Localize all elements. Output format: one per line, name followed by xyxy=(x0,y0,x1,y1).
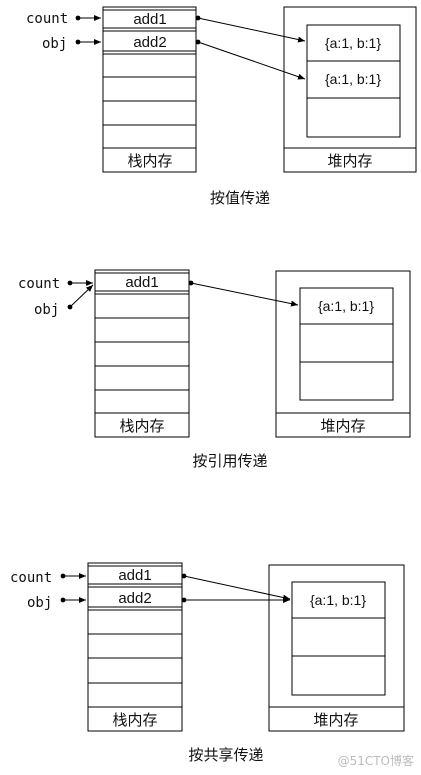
reference-arrow xyxy=(183,575,291,601)
heap-label: 堆内存 xyxy=(327,152,372,170)
heap-object: {a:1, b:1} xyxy=(318,298,374,314)
stack-cell: add2 xyxy=(118,590,151,607)
heap-label: 堆内存 xyxy=(320,417,365,435)
panel-caption: 按共享传递 xyxy=(188,746,263,764)
variable-label: obj xyxy=(27,595,52,611)
stack-label: 栈内存 xyxy=(119,417,164,435)
reference-arrow xyxy=(190,282,299,307)
heap-object: {a:1, b:1} xyxy=(325,35,381,51)
heap-label: 堆内存 xyxy=(313,711,358,729)
stack-cell: add2 xyxy=(133,34,166,51)
heap-object: {a:1, b:1} xyxy=(325,71,381,87)
heap-memory: {a:1, b:1} 堆内存 xyxy=(275,270,411,438)
variable-label: count xyxy=(26,11,68,27)
variable-label: obj xyxy=(42,36,67,52)
reference-arrow xyxy=(197,17,306,43)
pointer-arrow xyxy=(69,284,94,308)
stack-label: 栈内存 xyxy=(112,711,157,729)
stack-label: 栈内存 xyxy=(127,152,172,170)
heap-frame xyxy=(268,564,405,732)
heap-frame xyxy=(283,6,417,173)
panel-by-sharing: add1 add2 栈内存 {a:1, b:1} 堆内存 count obj 按… xyxy=(10,562,405,764)
stack-cell: add1 xyxy=(133,11,166,28)
heap-frame xyxy=(275,270,411,438)
panel-by-value: add1 add2 栈内存 {a:1, b:1} {a:1, b:1} 堆内存 … xyxy=(26,6,417,207)
heap-object-box xyxy=(291,581,386,696)
heap-memory: {a:1, b:1} 堆内存 xyxy=(268,564,405,732)
heap-object-box xyxy=(306,24,401,138)
stack-frame xyxy=(102,6,197,173)
heap-memory: {a:1, b:1} {a:1, b:1} 堆内存 xyxy=(283,6,417,173)
heap-object: {a:1, b:1} xyxy=(310,592,366,608)
variable-label: count xyxy=(18,276,60,292)
variable-label: count xyxy=(10,570,52,586)
variable-label: obj xyxy=(34,302,59,318)
stack-cell: add1 xyxy=(118,567,151,584)
stack-frame xyxy=(94,269,190,438)
watermark: @51CTO博客 xyxy=(338,753,414,768)
stack-frame xyxy=(87,562,183,732)
stack-memory: add1 栈内存 xyxy=(94,269,190,438)
stack-memory: add1 add2 栈内存 xyxy=(87,562,183,732)
panel-caption: 按值传递 xyxy=(210,189,270,207)
panel-caption: 按引用传递 xyxy=(192,452,267,470)
panel-by-reference: add1 栈内存 {a:1, b:1} 堆内存 count obj 按引用传递 xyxy=(18,269,411,470)
stack-cell: add1 xyxy=(125,274,158,291)
stack-memory: add1 add2 栈内存 xyxy=(102,6,197,173)
heap-object-box xyxy=(299,287,394,401)
reference-arrow xyxy=(197,41,306,80)
